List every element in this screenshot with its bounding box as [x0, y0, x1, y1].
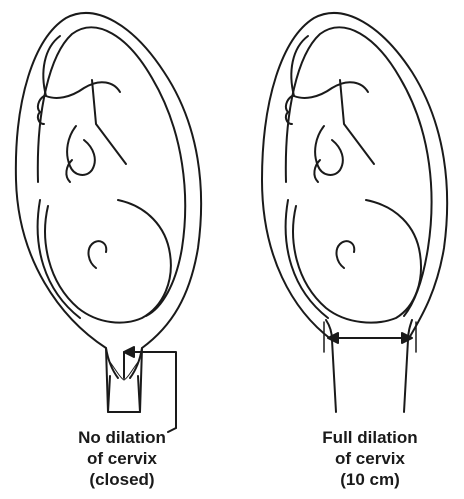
vaginal-canal [108, 376, 140, 412]
fetal-ear [337, 241, 355, 268]
fetal-limb [92, 80, 126, 164]
pointer-arrowhead [124, 347, 134, 357]
dilation-measurement [324, 322, 416, 352]
caption-line: (closed) [52, 469, 192, 490]
caption-full-dilation: Full dilation of cervix (10 cm) [300, 427, 440, 490]
fetal-body [46, 82, 120, 98]
fetal-arm [315, 126, 343, 175]
uterine-wall-inner [286, 27, 432, 316]
fetal-hand [314, 160, 320, 182]
membrane-line [286, 200, 328, 318]
caption-no-dilation: No dilation of cervix (closed) [52, 427, 192, 490]
fetal-limb [340, 80, 374, 164]
closed-cervix-pointer [124, 347, 176, 432]
fetal-ear [89, 241, 107, 268]
caption-line: Full dilation [300, 427, 440, 448]
caption-line: of cervix [52, 448, 192, 469]
fetal-hand [66, 160, 72, 182]
caption-line: (10 cm) [300, 469, 440, 490]
uterus-full-dilation [262, 13, 447, 412]
caption-line: No dilation [52, 427, 192, 448]
uterine-wall-outer [262, 13, 447, 412]
fetal-arm [67, 126, 95, 175]
measure-arrowhead-left [328, 333, 338, 343]
cervix-wall-left [106, 348, 118, 378]
caption-line: of cervix [300, 448, 440, 469]
fetal-body [294, 82, 368, 98]
membrane-line [38, 200, 80, 318]
